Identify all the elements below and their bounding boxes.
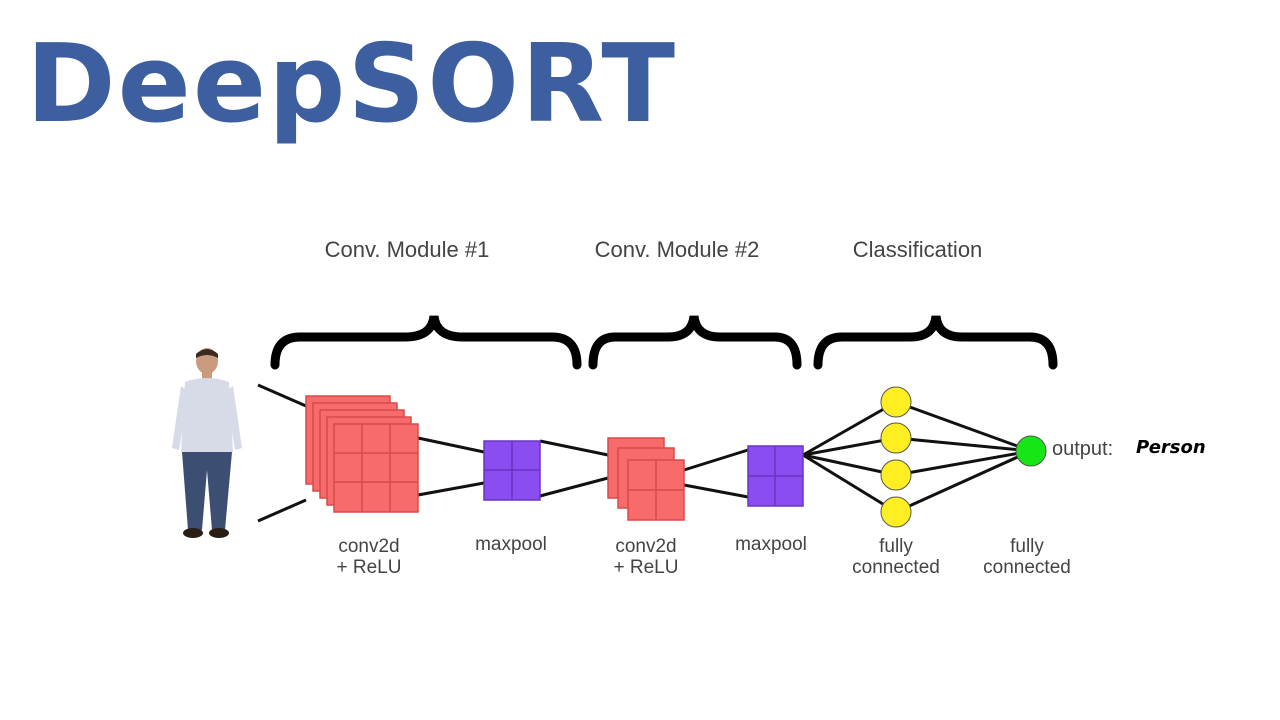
maxpool-block-2 — [747, 445, 804, 507]
fully-connected-neurons — [880, 386, 912, 528]
neuron — [880, 386, 912, 418]
section-label-conv-module-2: Conv. Module #2 — [594, 237, 760, 262]
layer-label-line1: conv2d — [615, 536, 677, 557]
layer-label-line2: connected — [983, 556, 1071, 578]
conv2d-block-2 — [607, 437, 685, 521]
layer-label-line1: maxpool — [735, 534, 807, 555]
connection-lines — [257, 383, 1032, 523]
layer-label-fully-connected-2: fully connected — [967, 536, 1087, 579]
section-label-conv-module-1: Conv. Module #1 — [324, 237, 490, 262]
page-title: DeepSORT — [26, 22, 678, 147]
brace-conv-module-2 — [588, 315, 802, 370]
maxpool-block-1 — [483, 440, 541, 501]
layer-label-line1: conv2d — [338, 536, 400, 557]
layer-label-line1: fully — [879, 536, 913, 557]
layer-label-line2: + ReLU — [336, 556, 402, 578]
person-icon — [172, 348, 242, 538]
output-value: Person — [1136, 437, 1206, 458]
layer-label-line1: fully — [1010, 536, 1044, 557]
brace-conv-module-1 — [270, 315, 582, 370]
layer-label-maxpool-1: maxpool — [456, 534, 566, 556]
layer-label-conv2d-1: conv2d + ReLU — [314, 536, 424, 579]
neuron — [880, 496, 912, 528]
neuron — [880, 422, 912, 454]
layer-label-line1: maxpool — [475, 534, 547, 555]
layer-label-line2: connected — [852, 556, 940, 578]
section-label-classification: Classification — [852, 237, 983, 262]
layer-label-conv2d-2: conv2d + ReLU — [591, 536, 701, 579]
neuron — [880, 459, 912, 491]
conv2d-block-1 — [305, 395, 419, 513]
output-label: output: — [1052, 438, 1114, 460]
output-neuron — [1015, 435, 1047, 467]
layer-label-line2: + ReLU — [613, 556, 679, 578]
brace-classification — [813, 315, 1058, 370]
layer-label-maxpool-2: maxpool — [716, 534, 826, 556]
layer-label-fully-connected-1: fully connected — [836, 536, 956, 579]
